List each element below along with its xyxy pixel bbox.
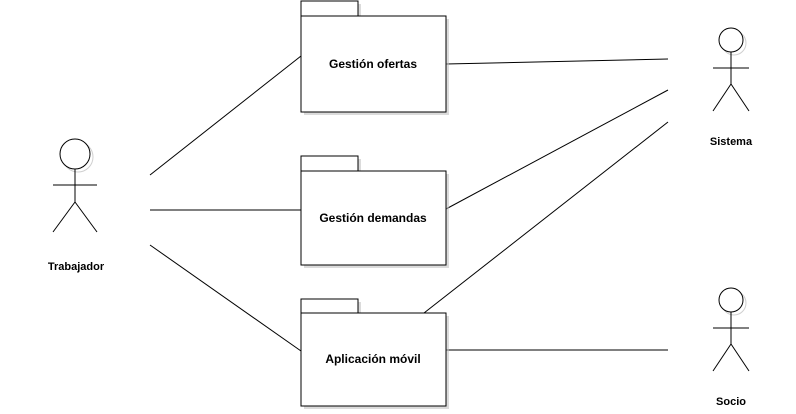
actor-label-socio: Socio: [716, 396, 746, 408]
package-body: [300, 312, 447, 407]
actor-sistema[interactable]: Sistema: [710, 27, 753, 148]
actor-figure-icon: [712, 287, 750, 372]
package-label-gestion-demandas: Gestión demandas: [319, 211, 427, 225]
package-tab: [300, 0, 359, 17]
package-gestion-ofertas[interactable]: Gestión ofertas: [300, 0, 449, 115]
package-tab: [300, 298, 359, 315]
package-tab: [300, 155, 359, 172]
association-gestion-ofertas-sistema: [445, 58, 669, 65]
package-body: [300, 170, 447, 266]
association-trabajador-aplicacion-movil: [149, 244, 302, 352]
actor-trabajador[interactable]: Trabajador: [48, 138, 105, 273]
package-label-gestion-ofertas: Gestión ofertas: [329, 57, 417, 71]
association-trabajador-gestion-ofertas: [149, 55, 302, 176]
actor-figure-icon: [52, 138, 98, 233]
package-label-aplicacion-movil: Aplicación móvil: [325, 352, 420, 366]
actor-socio[interactable]: Socio: [712, 287, 750, 408]
actor-figure-icon: [712, 27, 750, 112]
package-body: [300, 15, 447, 113]
association-aplicacion-movil-sistema: [423, 121, 669, 314]
associations: [149, 55, 669, 352]
package-aplicacion-movil[interactable]: Aplicación móvil: [300, 298, 449, 409]
actor-label-sistema: Sistema: [710, 136, 753, 148]
package-gestion-demandas[interactable]: Gestión demandas: [300, 155, 449, 268]
actor-label-trabajador: Trabajador: [48, 261, 105, 273]
association-gestion-demandas-sistema: [445, 89, 669, 210]
